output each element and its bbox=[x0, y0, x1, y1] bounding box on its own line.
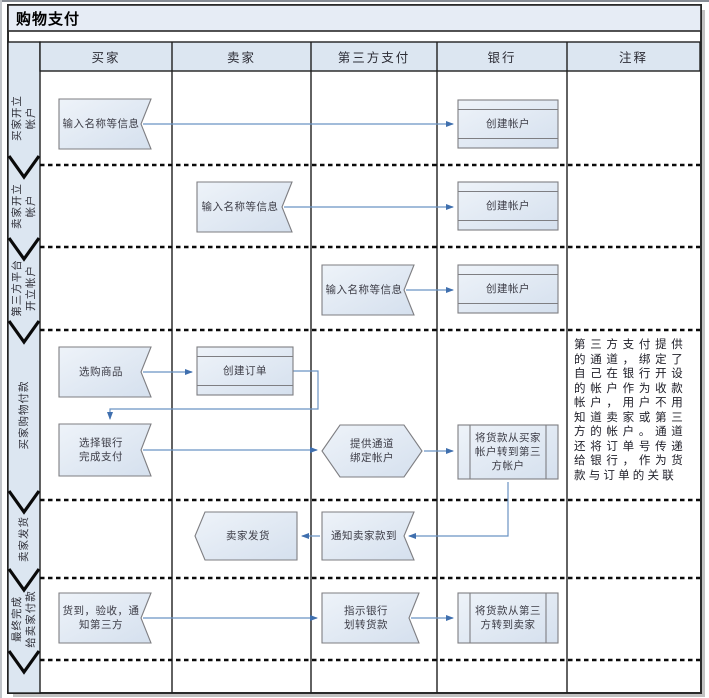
note-paragraph: 第三方支付提供的通道，绑定了自己在银行开设的帐户作为收款帐户，用户不用知道卖家或… bbox=[574, 337, 686, 482]
screenshot-top-edge bbox=[0, 0, 709, 2]
phase-label-seller-ship: 卖家发货 bbox=[8, 503, 40, 575]
transfer-third-to-seller-label: 将货款从第三 方转到卖家 bbox=[475, 605, 541, 631]
page-title: 购物支付 bbox=[16, 9, 81, 28]
chevron-down-icon bbox=[7, 237, 41, 262]
phase-label-line: 帐户 bbox=[25, 106, 37, 130]
lane-separators bbox=[171, 42, 568, 693]
phase-label-final-pay-seller: 最终完成 给卖家付款 bbox=[8, 580, 40, 658]
flow-shapes bbox=[58, 98, 559, 644]
seller-input-info-label: 输入名称等信息 bbox=[201, 201, 279, 213]
lane-header-buyer: 买家 bbox=[91, 50, 121, 65]
phase-sidebar bbox=[7, 41, 41, 694]
title-bar bbox=[7, 4, 702, 32]
buyer-input-info-label: 输入名称等信息 bbox=[62, 118, 140, 130]
phase-label-line: 买家购物付款 bbox=[18, 380, 30, 450]
create-order-label: 创建订单 bbox=[223, 365, 267, 377]
phase-label-line: 卖家开立 bbox=[11, 183, 23, 229]
bank-create-account-shape-1 bbox=[457, 99, 559, 149]
bank-create-account-shape-3 bbox=[457, 264, 559, 314]
chevron-down-icon bbox=[7, 320, 41, 345]
seller-ship-label: 卖家发货 bbox=[226, 530, 270, 542]
screenshot-left-edge bbox=[0, 0, 2, 698]
notify-seller-paid-shape bbox=[321, 511, 415, 561]
choose-bank-pay-shape bbox=[58, 423, 152, 477]
lane-header-notes: 注释 bbox=[618, 50, 648, 65]
chevron-down-icon bbox=[7, 650, 41, 675]
transfer-third-to-seller-shape bbox=[457, 592, 559, 644]
select-goods-shape bbox=[58, 346, 152, 398]
seller-input-info-shape bbox=[196, 181, 293, 233]
phase-chevrons bbox=[7, 155, 41, 675]
third-input-info-label: 输入名称等信息 bbox=[325, 284, 403, 296]
notify-seller-paid-label: 通知卖家款到 bbox=[331, 530, 397, 542]
instruct-bank-shape bbox=[321, 592, 420, 644]
create-order-shape bbox=[196, 346, 294, 396]
seller-ship-shape bbox=[194, 511, 298, 561]
bank-create-account-label-2: 创建帐户 bbox=[486, 200, 530, 212]
choose-bank-pay-label: 选择银行 完成支付 bbox=[79, 437, 123, 463]
bank-create-account-label-1: 创建帐户 bbox=[486, 118, 530, 130]
phase-label-seller-open-account: 卖家开立 帐户 bbox=[8, 168, 40, 244]
lane-header-band bbox=[39, 41, 701, 72]
phase-label-line: 帐户 bbox=[25, 194, 37, 218]
goods-received-shape bbox=[58, 592, 152, 644]
phase-label-line: 开立帐户 bbox=[25, 265, 37, 311]
instruct-bank-label: 指示银行 划转货款 bbox=[344, 605, 388, 631]
phase-label-line: 买家开立 bbox=[11, 95, 23, 141]
arrow-bank-to-notify bbox=[408, 482, 509, 539]
connectors bbox=[107, 121, 509, 621]
chevron-down-icon bbox=[7, 568, 41, 593]
phase-label-line: 给卖家付款 bbox=[25, 590, 37, 648]
select-goods-label: 选购商品 bbox=[79, 366, 123, 378]
provide-channel-label: 提供通道 绑定帐户 bbox=[350, 438, 394, 464]
phase-label-line: 最终完成 bbox=[11, 596, 23, 642]
transfer-buyer-to-third-label: 将货款从买家 帐户转到第三 方帐户 bbox=[475, 432, 541, 472]
arrow-order-to-choosebank bbox=[107, 370, 319, 420]
buyer-input-info-shape bbox=[58, 98, 152, 150]
phase-label-buyer-open-account: 买家开立 帐户 bbox=[8, 75, 40, 161]
bank-create-account-label-3: 创建帐户 bbox=[486, 283, 530, 295]
transfer-buyer-to-third-shape bbox=[457, 424, 559, 480]
phase-label-buyer-payment: 买家购物付款 bbox=[8, 335, 40, 495]
phase-label-line: 第三方平台 bbox=[11, 259, 23, 317]
bank-create-account-shape-2 bbox=[457, 181, 559, 231]
phase-label-line: 卖家发货 bbox=[18, 516, 30, 562]
lane-header-seller: 卖家 bbox=[226, 50, 256, 65]
provide-channel-shape bbox=[321, 424, 423, 478]
third-input-info-shape bbox=[321, 264, 415, 316]
lane-header-thirdparty: 第三方支付 bbox=[337, 50, 411, 65]
phase-label-third-open-account: 第三方平台 开立帐户 bbox=[8, 248, 40, 328]
chevron-down-icon bbox=[7, 490, 41, 515]
chevron-down-icon bbox=[7, 155, 41, 180]
phase-boundaries bbox=[40, 163, 700, 662]
lane-header-bank: 银行 bbox=[487, 50, 517, 65]
goods-received-label: 货到，验收，通 知第三方 bbox=[62, 605, 140, 631]
